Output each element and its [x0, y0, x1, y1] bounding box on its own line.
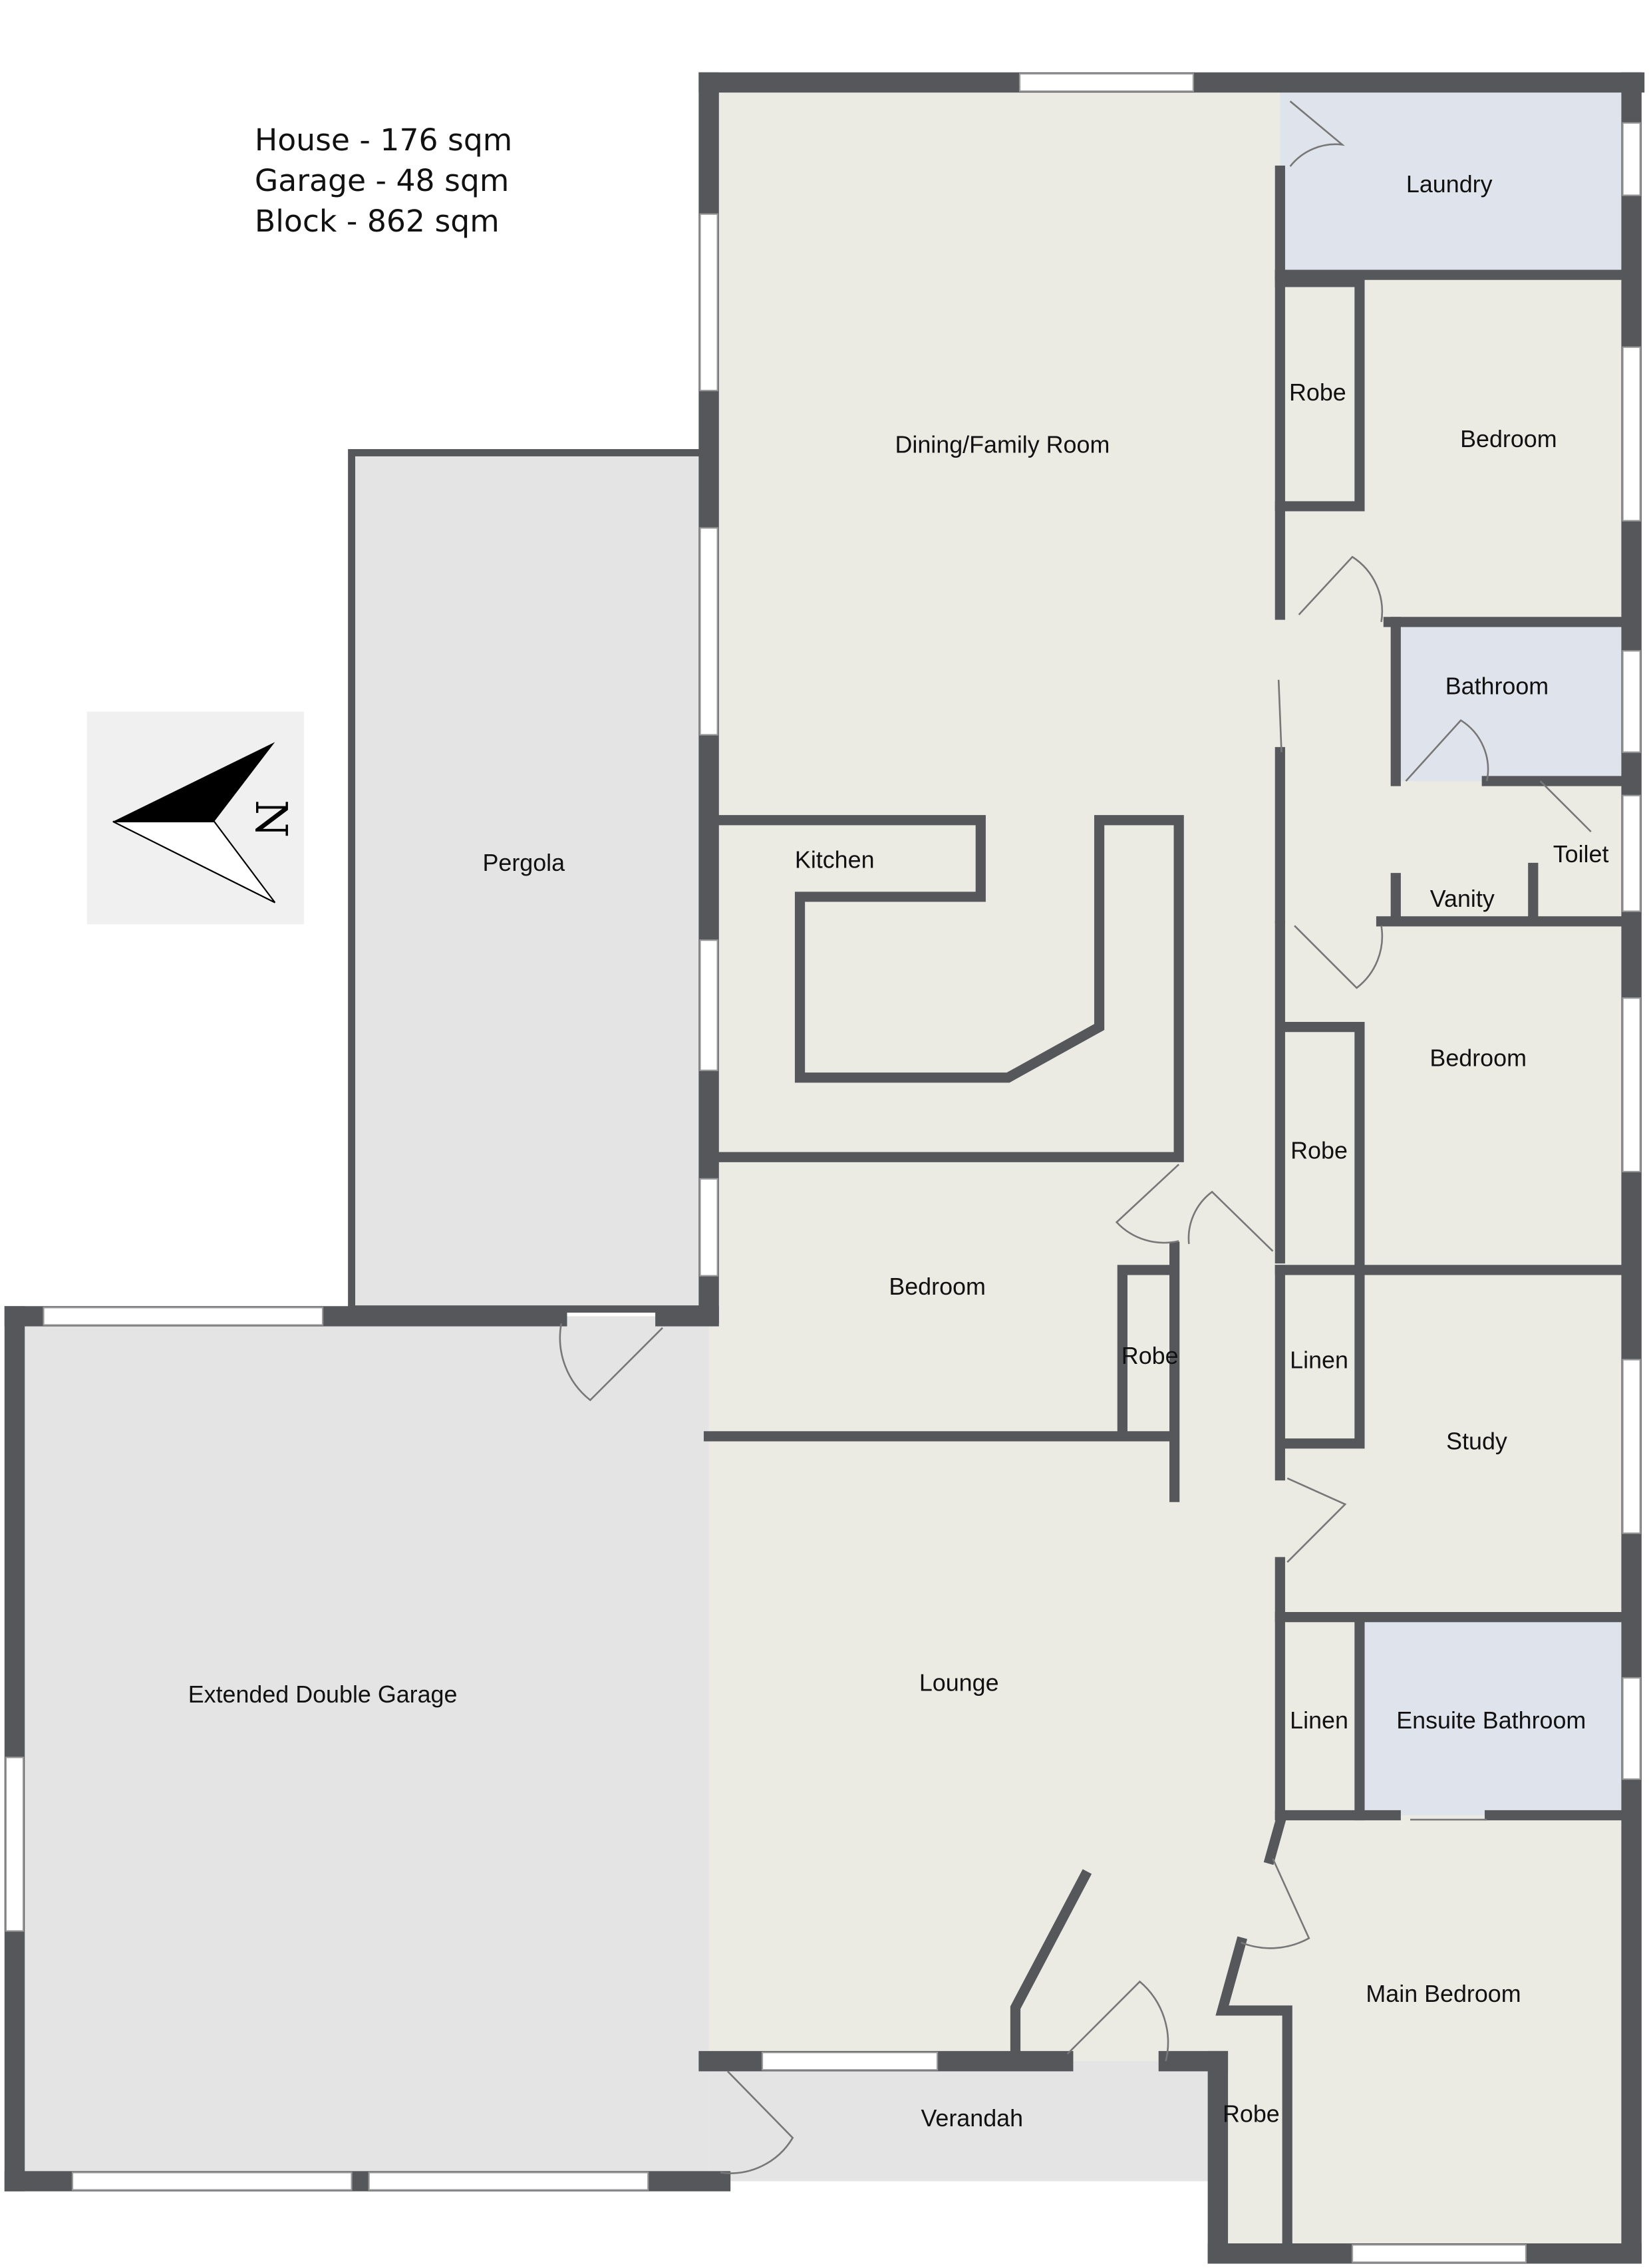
room-robe: Robe: [1290, 1137, 1348, 1164]
room-bedroom: Bedroom: [1429, 1045, 1527, 1071]
room-labels: Laundry Dining/Family Room Robe Bedroom …: [188, 171, 1609, 2132]
room-bathroom: Bathroom: [1445, 673, 1549, 700]
north-arrow-icon: N: [86, 711, 304, 925]
room-robe: Robe: [1122, 1343, 1179, 1369]
room-pergola: Pergola: [482, 850, 565, 876]
room-bedroom: Bedroom: [1460, 426, 1557, 452]
house-area: House - 176 sqm: [255, 122, 512, 158]
windows: [5, 73, 1641, 2263]
room-kitchen: Kitchen: [795, 846, 875, 873]
room-linen: Linen: [1290, 1347, 1348, 1374]
room-ensuite: Ensuite Bathroom: [1396, 1707, 1586, 1734]
block-area: Block - 862 sqm: [255, 204, 500, 239]
room-robe: Robe: [1223, 2100, 1280, 2127]
floors: [15, 82, 1632, 2254]
inner-walls: [703, 165, 1637, 2259]
room-verandah: Verandah: [921, 2105, 1023, 2132]
room-toilet: Toilet: [1553, 841, 1609, 868]
room-laundry: Laundry: [1406, 171, 1493, 198]
room-garage: Extended Double Garage: [188, 1681, 458, 1708]
room-vanity: Vanity: [1430, 886, 1495, 912]
compass-label: N: [245, 800, 296, 838]
room-dining-family: Dining/Family Room: [895, 431, 1110, 458]
garage-area: Garage - 48 sqm: [255, 163, 509, 198]
room-linen: Linen: [1290, 1707, 1348, 1734]
room-main-bedroom: Main Bedroom: [1366, 1981, 1521, 2007]
doors: [559, 100, 1592, 2174]
room-robe: Robe: [1289, 379, 1346, 406]
room-lounge: Lounge: [919, 1670, 999, 1697]
room-bedroom: Bedroom: [889, 1273, 986, 1300]
room-study: Study: [1446, 1428, 1507, 1454]
pergola-outline: [348, 449, 713, 1313]
